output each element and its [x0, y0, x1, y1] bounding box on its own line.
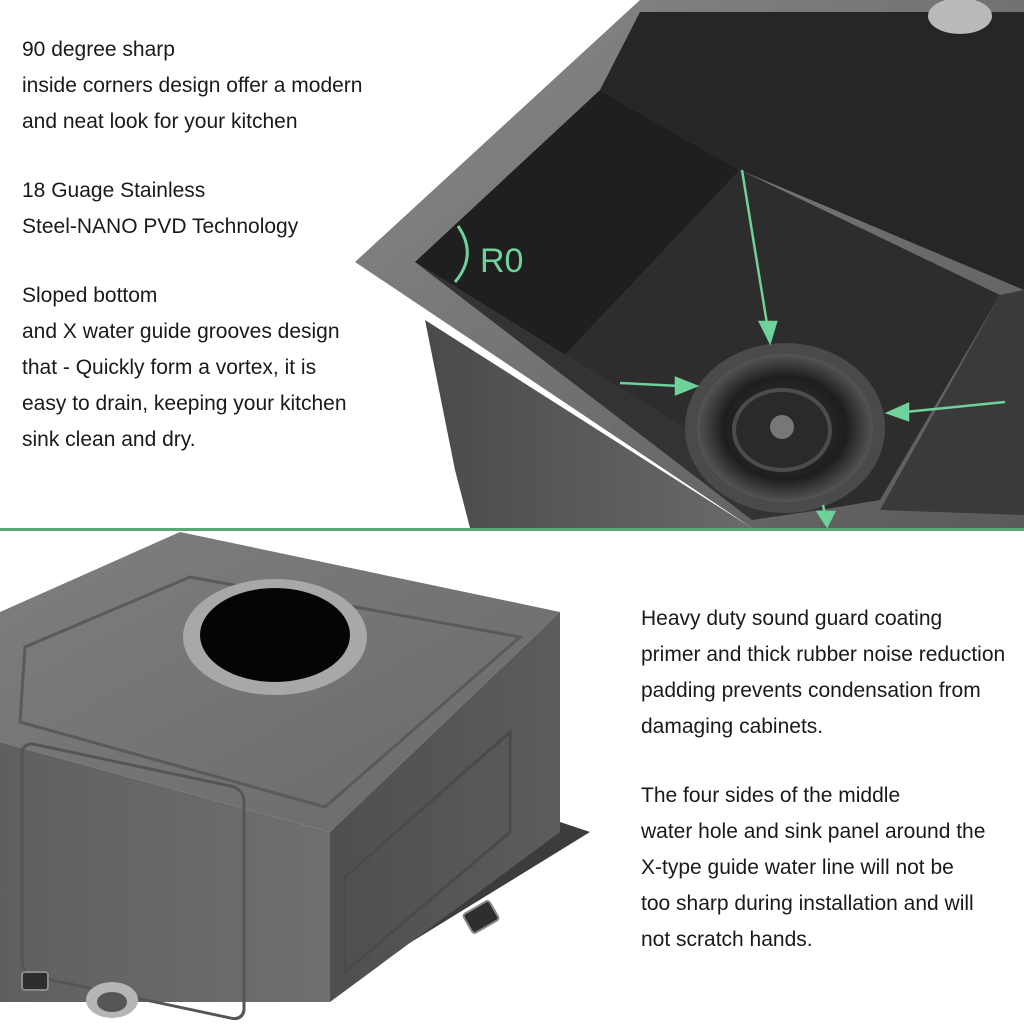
feature-safe-edges: The four sides of the middle water hole …	[641, 784, 986, 951]
feature-sound-guard: Heavy duty sound guard coating primer an…	[641, 607, 1006, 738]
sink-underside-photo	[0, 532, 590, 1021]
section-divider	[0, 528, 1024, 531]
drain-knob	[770, 415, 794, 439]
drain-hole	[200, 588, 350, 682]
faucet-hole	[928, 0, 992, 34]
basin-right-wall	[880, 290, 1024, 515]
corner-arc-icon	[453, 225, 469, 283]
mounting-clip	[21, 971, 49, 991]
basin-floor	[565, 170, 1000, 510]
sound-pad-side	[343, 728, 512, 976]
sound-pad-bottom	[18, 575, 524, 809]
basin-back-wall	[415, 90, 740, 355]
feature-sharp-corners: 90 degree sharp inside corners design of…	[22, 38, 363, 133]
feature-stainless-steel: 18 Guage Stainless Steel-NANO PVD Techno…	[22, 179, 299, 238]
sink-side-face	[330, 612, 560, 1002]
mounting-clip	[462, 900, 500, 934]
sink-outer-wall	[425, 320, 752, 528]
basin-right-back-wall	[600, 12, 1024, 290]
water-guide-arrows	[619, 169, 1006, 528]
overflow-hole-inner	[97, 992, 127, 1012]
top-feature-text: 90 degree sharp inside corners design of…	[22, 32, 382, 491]
bottom-feature-text: Heavy duty sound guard coating primer an…	[641, 601, 1011, 991]
sink-interior-photo: R0	[355, 0, 1024, 528]
feature-sloped-bottom: Sloped bottom and X water guide grooves …	[22, 284, 347, 451]
sink-front-face	[0, 742, 330, 1002]
corner-radius-label: R0	[480, 242, 523, 280]
